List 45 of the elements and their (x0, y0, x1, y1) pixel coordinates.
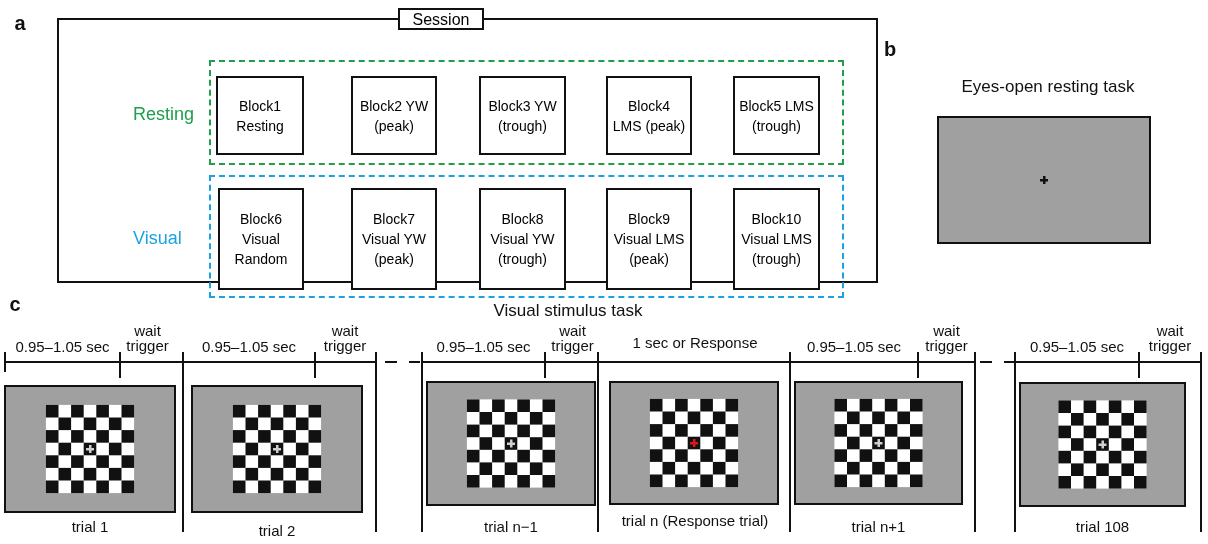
duration-label: 0.95–1.05 sec (14, 338, 111, 356)
trial-label: trial n+1 (850, 518, 907, 536)
panel-letter: a (13, 14, 27, 32)
block-label: Block4 LMS (peak) (612, 96, 686, 136)
block-box (351, 188, 437, 290)
group-label: Visual (133, 226, 182, 249)
duration-label: 0.95–1.05 sec (805, 338, 903, 356)
duration-label: 0.95–1.05 sec (435, 338, 532, 356)
trial-label: trial 108 (1074, 518, 1131, 536)
panel-title: Visual stimulus task (492, 302, 644, 320)
duration-label: 1 sec or Response (631, 334, 759, 352)
panel-letter: b (882, 40, 898, 58)
trial-label: trial 2 (257, 522, 297, 540)
block-label: Block2 YW (peak) (358, 96, 430, 136)
block-box (606, 76, 692, 155)
duration-label: wait trigger (550, 323, 595, 353)
block-label: Block9 Visual LMS (peak) (612, 210, 686, 269)
trial-label: trial 1 (70, 518, 110, 536)
block-label: Block5 LMS (trough) (739, 96, 814, 136)
panel-letter: c (8, 295, 22, 313)
panel-title: Eyes-open resting task (960, 78, 1136, 96)
group-label: Resting (133, 102, 195, 125)
block-box (733, 76, 820, 155)
block-box (606, 188, 692, 290)
trial-label: trial n−1 (483, 518, 539, 536)
block-box (218, 188, 304, 290)
block-box (479, 76, 566, 155)
block-label: Block10 Visual LMS (trough) (740, 210, 813, 269)
block-box (733, 188, 820, 290)
block-label: Block8 Visual YW (trough) (489, 210, 556, 269)
duration-label: wait trigger (924, 323, 969, 353)
trial-label: trial n (Response trial) (620, 513, 770, 528)
duration-label: wait trigger (125, 323, 170, 353)
block-box (351, 76, 437, 155)
block-label: Block7 Visual YW (peak) (360, 210, 428, 269)
session-title: Session (398, 8, 484, 30)
block-label: Block1 Resting (235, 96, 285, 136)
duration-label: 0.95–1.05 sec (1028, 338, 1126, 356)
block-box (216, 76, 304, 155)
duration-label: wait trigger (322, 323, 368, 353)
block-box (479, 188, 566, 290)
block-label: Block3 YW (trough) (487, 96, 558, 136)
duration-label: 0.95–1.05 sec (200, 338, 298, 356)
duration-label: wait trigger (1147, 323, 1193, 353)
block-label: Block6 Visual Random (233, 210, 289, 269)
